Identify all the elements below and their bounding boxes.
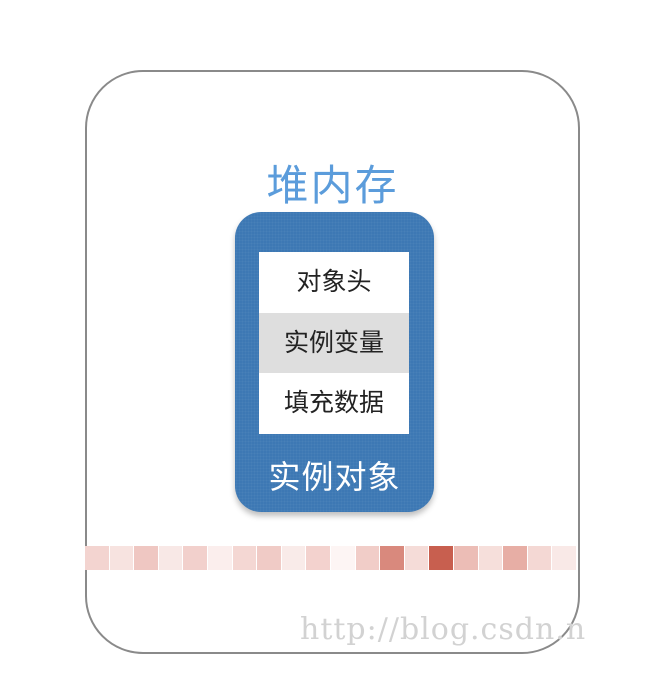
- field-padding-data: 填充数据: [259, 373, 409, 434]
- watermark-text: http://blog.csdn.n: [300, 612, 587, 647]
- heap-title: 堆内存: [266, 161, 399, 210]
- field-stack: 对象头 实例变量 填充数据: [259, 252, 409, 434]
- redacted-blur-strip: [85, 538, 577, 578]
- instance-object-label: 实例对象: [268, 458, 401, 496]
- field-instance-variables: 实例变量: [259, 312, 409, 374]
- instance-object-box: 对象头 实例变量 填充数据 实例对象: [235, 212, 434, 512]
- field-object-header: 对象头: [259, 252, 409, 313]
